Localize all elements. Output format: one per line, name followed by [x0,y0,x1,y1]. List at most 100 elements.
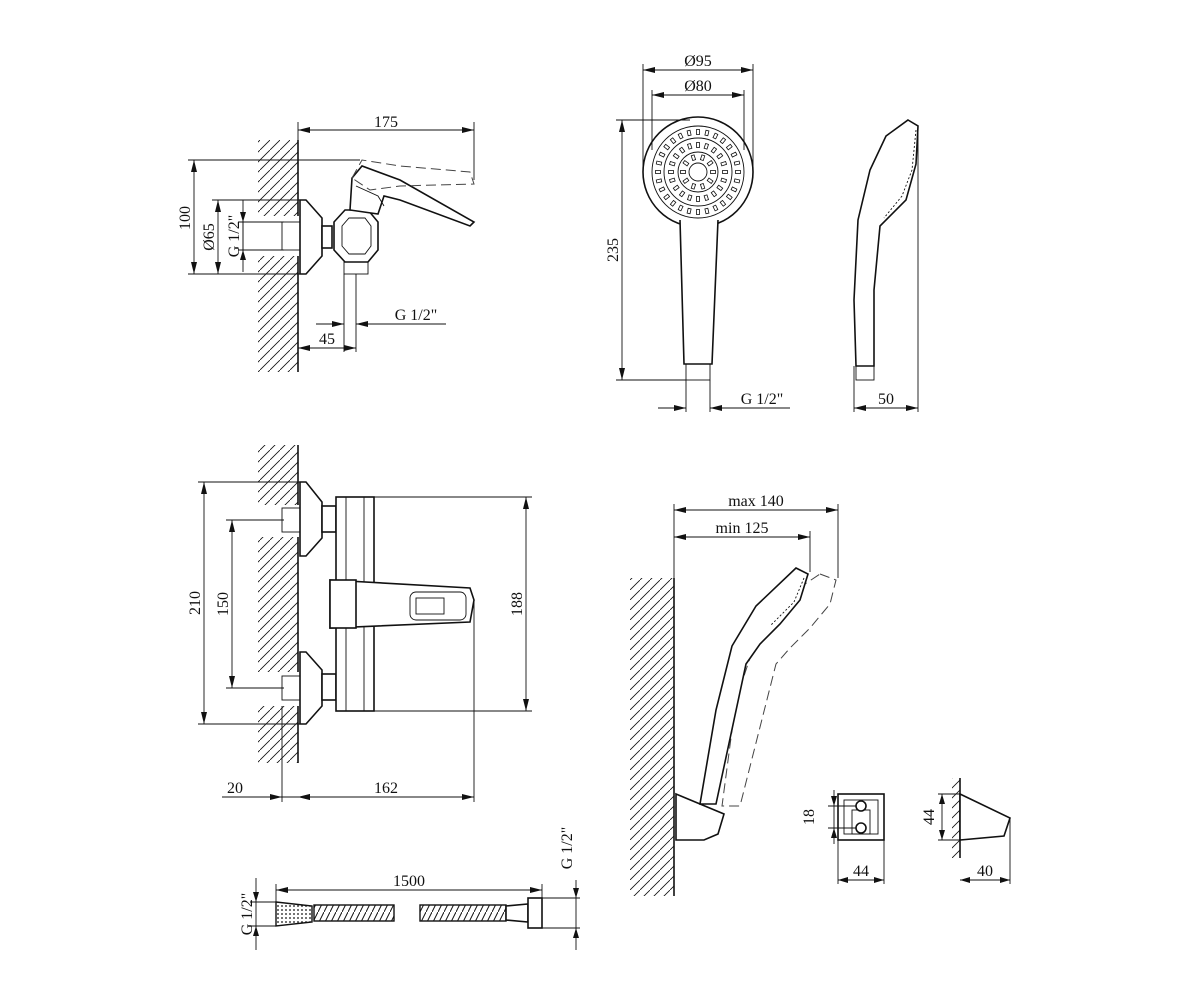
dim-150-label: 150 [215,592,232,616]
dim-1500-label: 1500 [393,873,425,890]
nozzle [710,170,716,174]
nozzle [669,137,677,145]
nozzle [655,170,661,174]
dim-235: 235 [605,119,690,381]
top-flange [299,481,323,557]
screw-top [855,800,867,812]
screw-bottom [855,822,867,834]
dim-40-label: 40 [977,863,993,880]
nozzle [672,152,680,160]
nozzle [735,170,741,174]
nozzle [677,204,684,212]
nozzle [668,160,676,167]
dim-44-side: 44 [921,793,960,841]
nozzle [706,159,714,167]
nozzle [706,177,714,185]
nozzle [720,177,728,184]
dim-44-side-label: 44 [921,809,938,825]
nozzle [686,142,693,150]
nozzle [696,209,700,215]
nozzle [722,170,728,174]
dim-max-140-label: max 140 [728,493,784,510]
nozzle [730,186,738,193]
dim-65: Ø65 [201,199,300,274]
nozzle [725,193,733,201]
dim-150: 150 [215,519,284,689]
nozzle [733,160,741,166]
nozzle [690,182,697,190]
holder-front-view: 18 44 [801,790,885,884]
dim-40: 40 [960,818,1011,884]
nozzle [720,160,728,167]
nozzle [678,190,686,198]
dim-188-label: 188 [509,592,526,616]
dim-44-front-label: 44 [853,863,869,880]
nozzle [677,132,684,140]
hose-cone-left [275,901,313,927]
nozzle [716,184,724,192]
nozzle [663,193,671,201]
outlet-thread [343,261,369,275]
dim-100-label: 100 [177,206,194,230]
nozzle [655,160,663,166]
flange [299,199,323,275]
holder-bracket [675,792,725,841]
nozzle-pattern [655,129,741,215]
dim-20-label: 20 [227,780,243,797]
mixer-front-view: 210 150 188 20 [187,445,532,802]
nozzle [703,142,710,150]
nozzle [668,177,676,184]
dim-45: 45 [298,331,356,351]
hose-end-fitting [505,903,529,923]
nozzle [658,186,666,193]
nozzle [672,184,680,192]
bottom-flange [299,651,323,725]
hose-segment-1 [313,904,395,922]
nozzle [733,178,741,184]
nozzle [710,190,718,198]
dim-18-label: 18 [801,809,818,825]
dim-50-label: 50 [878,391,894,408]
dim-inlet-thread: G 1/2" [226,200,284,272]
nozzle [686,194,693,202]
dim-50: 50 [853,126,919,412]
wall-hatch-3 [630,578,674,896]
nozzle [690,154,697,162]
dim-188: 188 [374,496,532,712]
nozzle [669,199,677,207]
nozzle [696,129,700,135]
nozzle [725,143,733,151]
shower-side-profile [853,119,919,367]
nozzle [696,196,700,202]
hose-nut [527,897,543,929]
handle-thread [685,363,711,381]
dim-80-label: Ø80 [684,78,712,95]
dim-min-125: min 125 [674,520,811,572]
nozzle [719,199,727,207]
dim-hose-thread-right: G 1/2" [542,827,580,950]
lever [349,165,476,227]
nozzle [682,177,690,185]
dim-65-label: Ø65 [201,223,218,251]
dim-outlet-thread-label: G 1/2" [395,307,438,324]
dim-shower-thread-label: G 1/2" [741,391,784,408]
side-thread [855,365,875,381]
dim-shower-thread: G 1/2" [658,380,790,412]
holder-side-profile [959,792,1011,841]
dim-44-front: 44 [837,840,885,884]
nozzle [704,129,710,137]
wall-hatch-2 [258,445,298,763]
dim-45-label: 45 [319,331,335,348]
lever-raised-outline [351,159,475,191]
nozzle [678,146,686,154]
dim-max-140: max 140 [673,493,839,580]
hose-view: 1500 G 1/2" G 1/2" [239,827,580,950]
nozzle [682,159,690,167]
nozzle [655,178,663,184]
dim-hose-thread-right-label: G 1/2" [559,827,576,870]
hand-shower-side-view: 50 [853,119,919,412]
nozzle [696,142,700,148]
nozzle [712,132,719,140]
nozzle [703,194,710,202]
